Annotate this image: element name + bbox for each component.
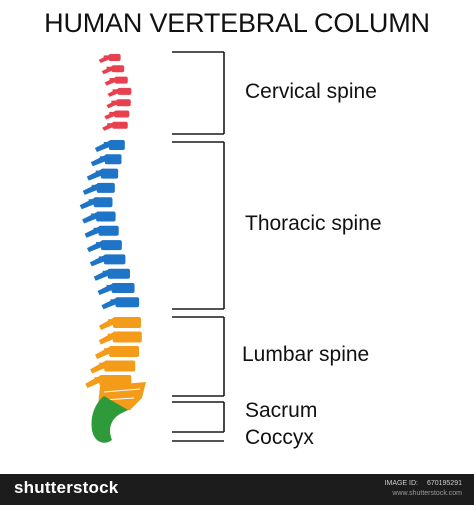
- bracket-cervical: [172, 51, 225, 135]
- label-lumbar-spine: Lumbar spine: [242, 343, 370, 366]
- bracket-thoracic: [172, 141, 225, 310]
- sacrum-fusion-line: [103, 388, 141, 393]
- thoracic-vertebra-facet: [99, 156, 106, 162]
- bracket-sacrum: [172, 401, 225, 433]
- label-coccyx: Coccyx: [245, 426, 314, 449]
- cervical-vertebra-facet: [109, 78, 116, 82]
- thoracic-vertebra: [79, 197, 113, 210]
- label-thoracic-spine: Thoracic spine: [245, 212, 382, 235]
- lumbar-vertebra-body: [112, 331, 142, 343]
- thoracic-vertebra: [86, 240, 122, 253]
- thoracic-vertebra: [93, 268, 130, 281]
- thoracic-vertebra-body: [103, 254, 126, 265]
- cervical-vertebra-body: [114, 110, 130, 118]
- thoracic-vertebra: [82, 182, 115, 195]
- cervical-vertebra-body: [111, 65, 125, 73]
- lumbar-vertebra-body: [99, 375, 132, 386]
- thoracic-vertebra-body: [107, 268, 130, 279]
- cervical-vertebra: [102, 121, 128, 131]
- lumbar-vertebra-facet: [104, 348, 111, 354]
- thoracic-vertebra-body: [98, 225, 119, 236]
- label-cervical-spine: Cervical spine: [245, 80, 377, 103]
- thoracic-vertebra-body: [93, 197, 113, 208]
- coccyx: [91, 396, 128, 443]
- thoracic-vertebra-body: [108, 140, 125, 150]
- cervical-vertebra-facet: [107, 123, 114, 127]
- cervical-vertebra: [107, 87, 132, 97]
- thoracic-vertebra-facet: [110, 299, 117, 305]
- lumbar-vertebra-facet: [94, 377, 101, 383]
- thoracic-vertebra-facet: [98, 256, 105, 262]
- diagram-title: HUMAN VERTEBRAL COLUMN: [44, 8, 430, 38]
- thoracic-vertebra-facet: [106, 285, 113, 290]
- thoracic-vertebra-facet: [102, 270, 109, 276]
- region-brackets: [172, 51, 225, 442]
- thoracic-vertebra-facet: [95, 242, 102, 248]
- cervical-vertebra-facet: [109, 111, 116, 116]
- image-id: 670195291: [426, 480, 462, 487]
- thoracic-vertebra: [97, 283, 135, 295]
- cervical-vertebra: [104, 76, 128, 86]
- thoracic-vertebra: [86, 168, 119, 181]
- lumbar-vertebra-body: [109, 346, 140, 357]
- cervical-vertebra-facet: [111, 100, 118, 105]
- vertebral-column: [79, 54, 146, 443]
- bracket-lumbar: [172, 316, 225, 397]
- label-sacrum: Sacrum: [245, 399, 318, 422]
- thoracic-vertebra-body: [111, 283, 135, 293]
- cervical-vertebra: [98, 54, 121, 63]
- thoracic-vertebra-body: [96, 211, 116, 222]
- thoracic-vertebra: [101, 297, 140, 310]
- lumbar-vertebra: [98, 317, 141, 330]
- stock-footer-bar: shutterstock IMAGE ID: 670195291 www.shu…: [0, 474, 474, 505]
- thoracic-vertebra-facet: [93, 227, 100, 233]
- cervical-vertebra: [101, 65, 125, 75]
- cervical-vertebra-body: [112, 121, 128, 129]
- lumbar-vertebra: [90, 360, 136, 374]
- lumbar-vertebra: [98, 331, 142, 345]
- thoracic-vertebra: [90, 154, 122, 167]
- image-id-label: IMAGE ID:: [384, 480, 418, 487]
- lumbar-vertebra-facet: [99, 362, 106, 369]
- cervical-vertebra: [106, 99, 131, 109]
- cervical-vertebra-facet: [112, 89, 119, 93]
- cervical-vertebra-facet: [106, 66, 113, 71]
- thoracic-vertebra-facet: [103, 142, 110, 147]
- thoracic-vertebra-body: [96, 182, 115, 193]
- cervical-vertebra-body: [116, 99, 131, 107]
- cervical-vertebra-body: [114, 76, 128, 84]
- thoracic-vertebra: [82, 211, 116, 224]
- lumbar-vertebra: [95, 346, 140, 359]
- brand-logo: shutterstock: [14, 478, 119, 497]
- lumbar-vertebra-facet: [107, 319, 114, 325]
- thoracic-vertebra-facet: [95, 170, 102, 176]
- thoracic-vertebra-body: [115, 297, 140, 308]
- thoracic-vertebra-facet: [91, 184, 98, 190]
- cervical-vertebra-body: [117, 87, 132, 95]
- lumbar-vertebra-facet: [107, 333, 114, 340]
- lumbar-vertebra: [85, 375, 132, 388]
- footer-site: www.shutterstock.com: [392, 490, 462, 497]
- lumbar-vertebra-body: [112, 317, 141, 328]
- cervical-vertebra: [104, 110, 130, 120]
- cervical-vertebra-body: [108, 54, 121, 61]
- thoracic-vertebra-body: [100, 240, 122, 251]
- thoracic-vertebra: [84, 225, 119, 238]
- spine-diagram: [79, 51, 225, 443]
- thoracic-vertebra-facet: [91, 213, 98, 219]
- thoracic-vertebra-facet: [88, 199, 95, 205]
- cervical-vertebra-facet: [103, 55, 110, 59]
- thoracic-vertebra: [89, 254, 126, 267]
- thoracic-vertebra: [94, 140, 125, 152]
- thoracic-vertebra-body: [104, 154, 122, 165]
- lumbar-vertebra-body: [104, 360, 136, 372]
- thoracic-vertebra-body: [100, 168, 119, 179]
